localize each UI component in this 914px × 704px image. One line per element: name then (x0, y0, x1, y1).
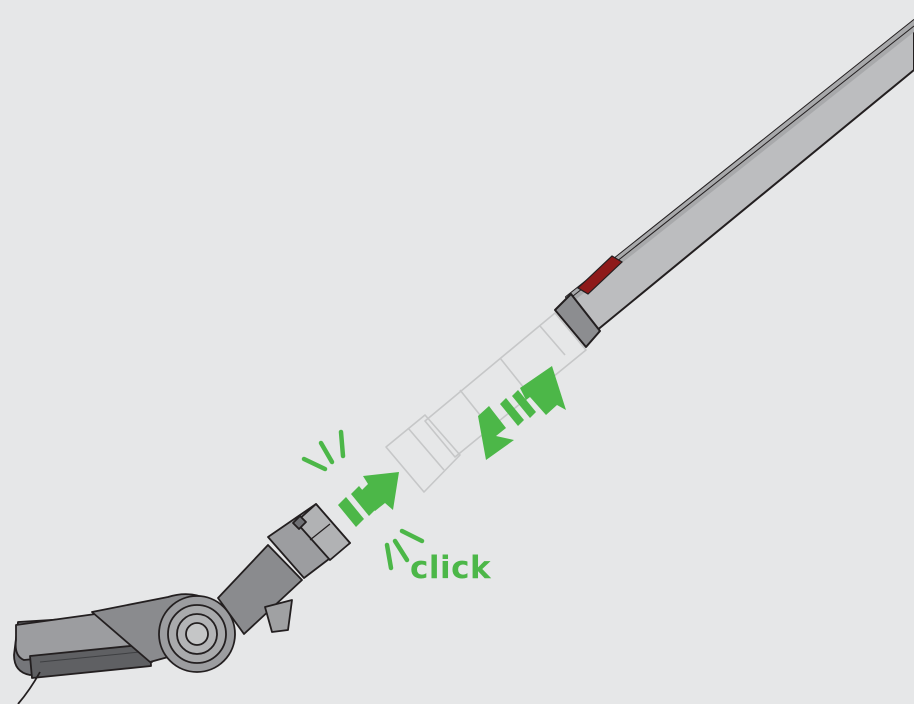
click-burst-icon (301, 429, 425, 571)
nozzle-cable (17, 671, 41, 704)
wand-end-collar (554, 293, 601, 348)
click-caption: click (410, 550, 492, 586)
push-arrow (338, 472, 399, 527)
nozzle-neck-tube (217, 544, 303, 635)
connect-double-arrow (478, 366, 566, 460)
ghost-wand-outline (385, 312, 587, 493)
extension-wand (554, 19, 914, 348)
wand-release-button (577, 255, 623, 295)
floor-nozzle (13, 503, 351, 704)
nozzle-latch (292, 515, 307, 530)
